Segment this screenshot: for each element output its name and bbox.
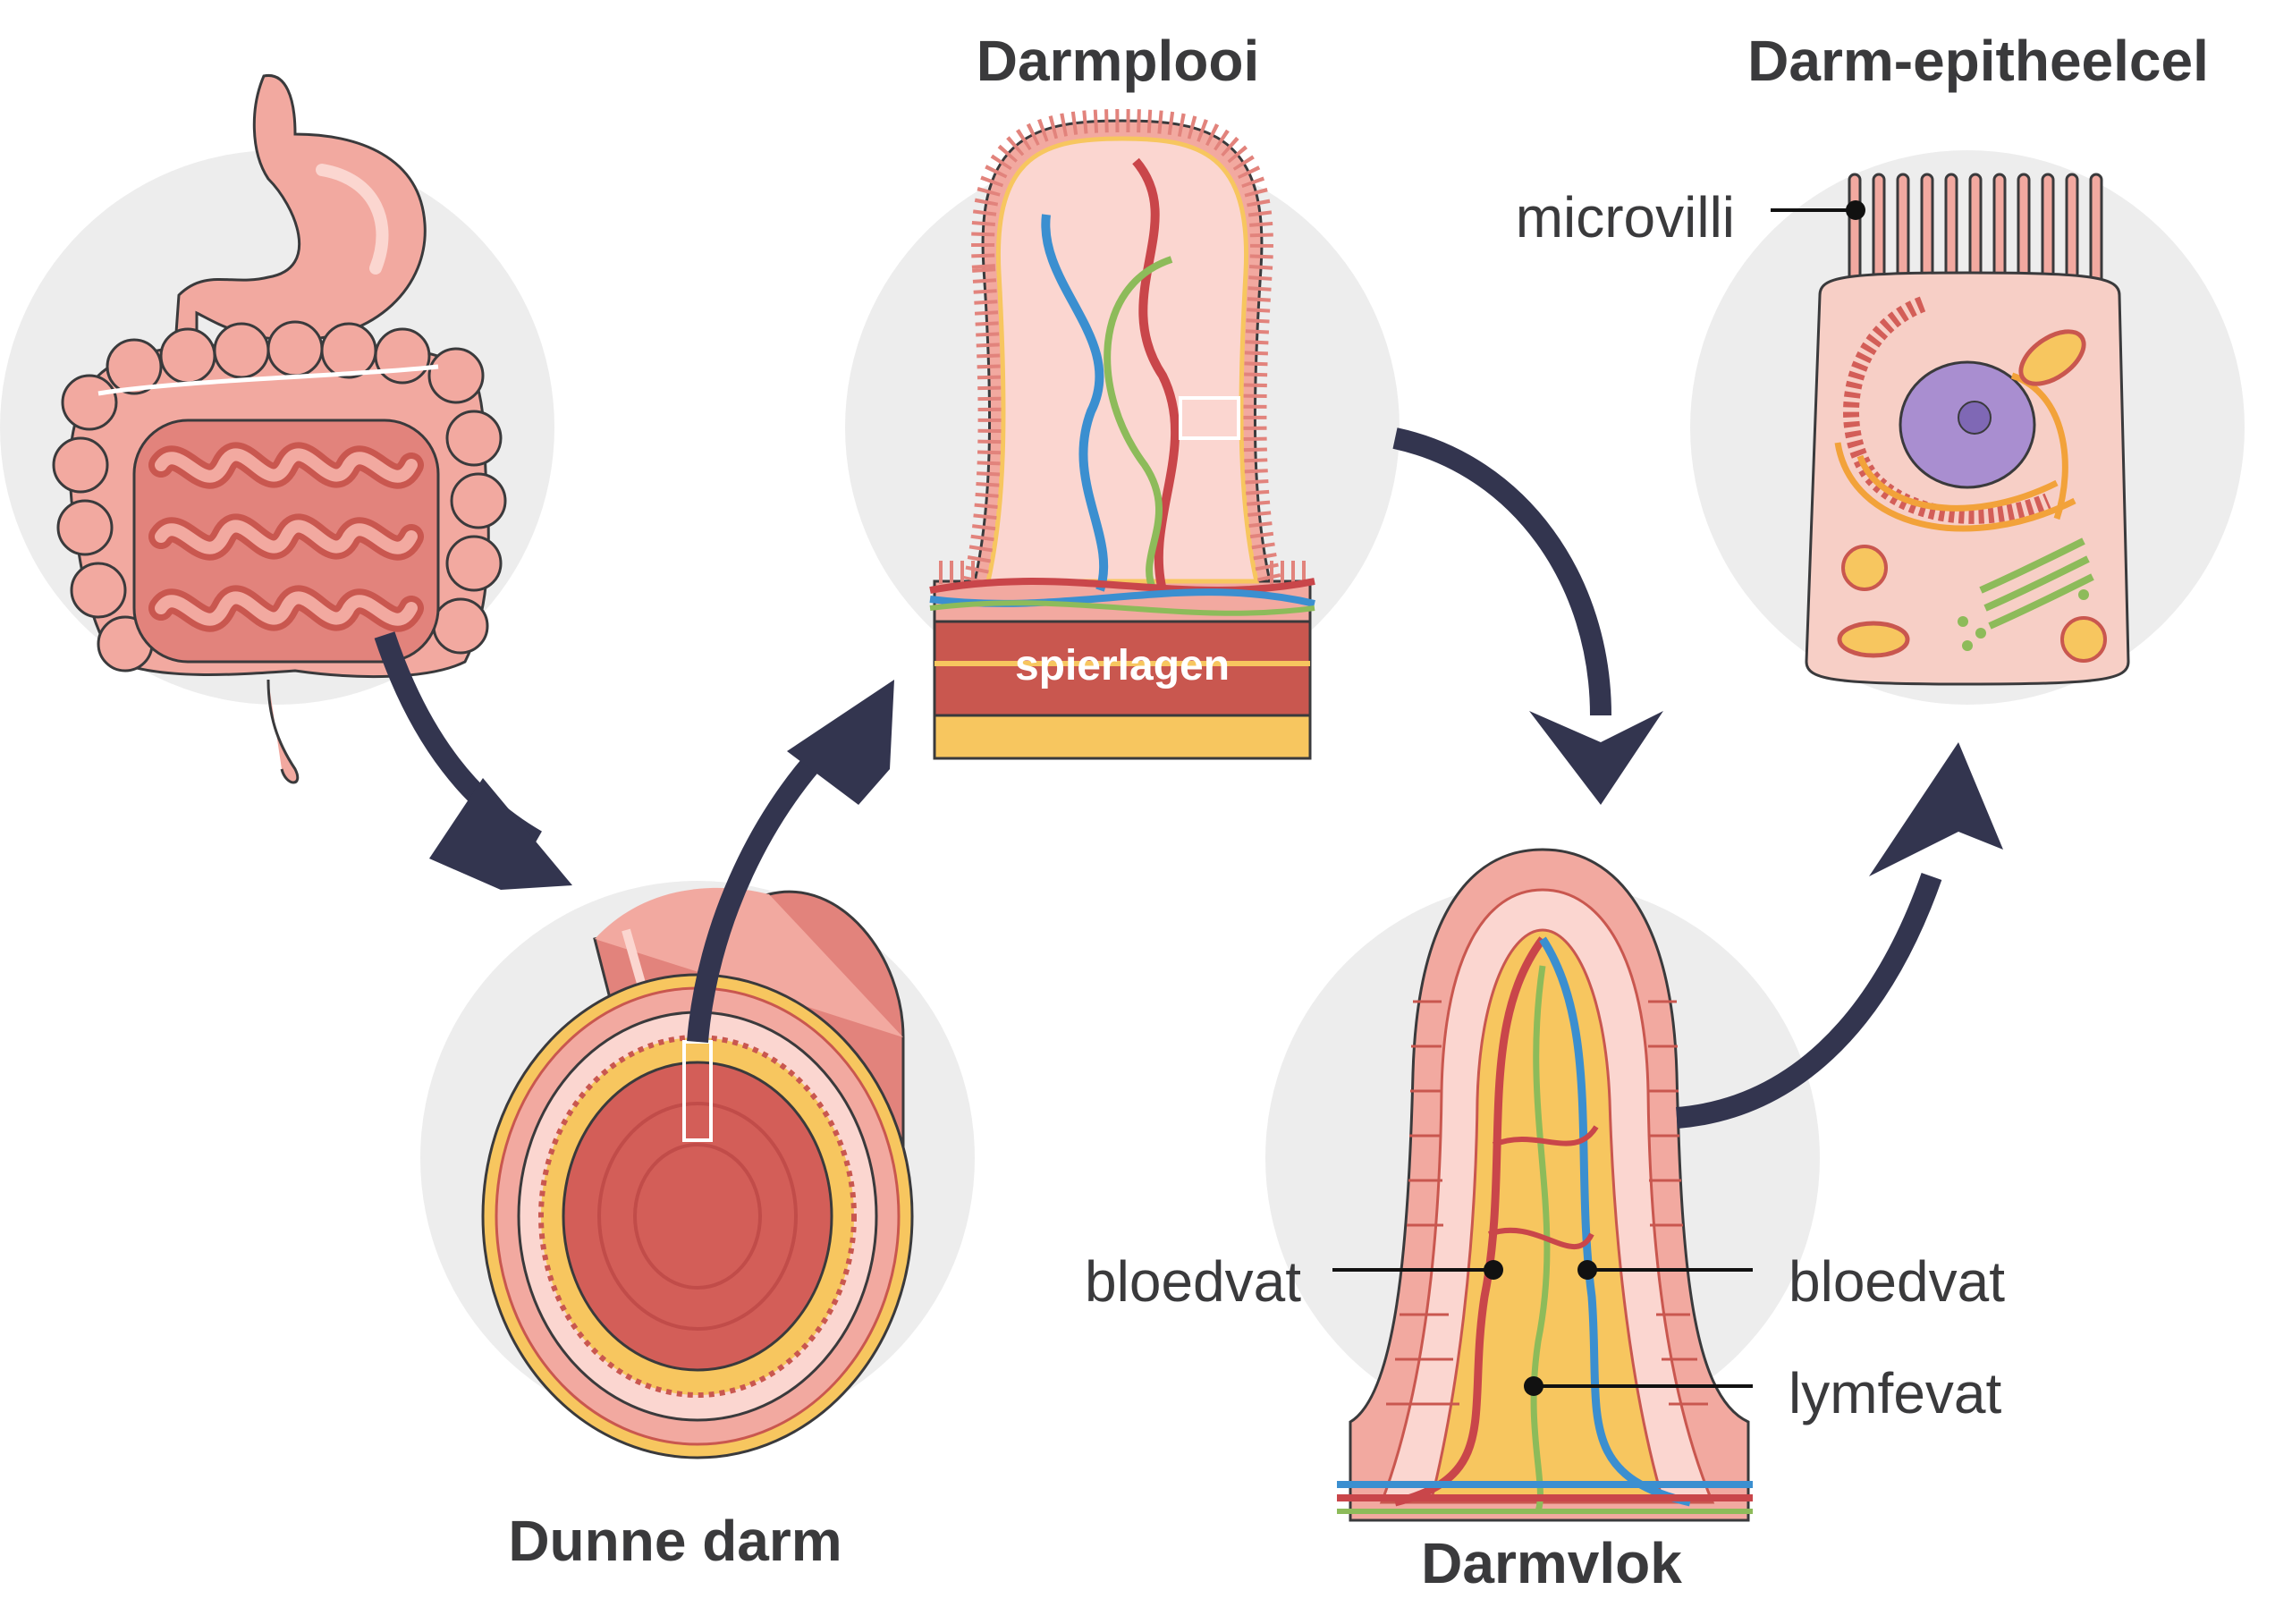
label-blood-vessel-right: bloedvat xyxy=(1789,1249,2005,1314)
leader-microvilli xyxy=(1771,200,1865,220)
epithelial-cell-illustration xyxy=(1805,173,2130,686)
leader-blood-vessel-left xyxy=(1332,1260,1503,1280)
leader-blood-vessel-right xyxy=(1577,1260,1753,1280)
small-intestine-tube-illustration xyxy=(481,887,914,1459)
label-blood-vessel-left: bloedvat xyxy=(1085,1249,1301,1314)
label-microvilli: microvilli xyxy=(1516,185,1735,250)
arrow-villus-to-cell xyxy=(1676,742,2003,1129)
title-fold: Darmplooi xyxy=(977,29,1259,93)
muscle-layers-label: spierlagen xyxy=(1015,642,1230,689)
leader-lymph-vessel xyxy=(1524,1376,1753,1396)
arrow-tube-to-fold xyxy=(687,680,894,1043)
title-villus: Darmvlok xyxy=(1421,1531,1682,1595)
title-epithelial-cell: Darm-epitheelcel xyxy=(1747,29,2209,93)
arrow-intestines-to-tube xyxy=(374,631,572,890)
title-small-intestine: Dunne darm xyxy=(508,1509,841,1573)
intestinal-fold-illustration xyxy=(929,108,1315,760)
arrow-fold-to-villus xyxy=(1392,427,1663,805)
label-lymph-vessel: lymfevat xyxy=(1789,1361,2002,1425)
digestive-tract-illustration xyxy=(52,74,507,784)
